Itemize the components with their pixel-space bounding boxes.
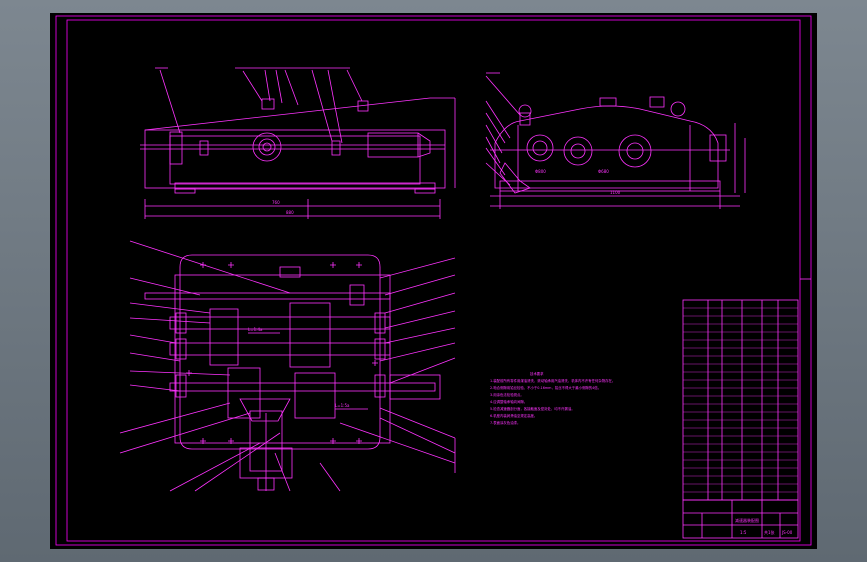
drawing-viewport[interactable]: 760 880 Φ800 Φ680 1100 L=1:4a L=1:5a 技术要… [50,13,817,549]
dim-plan-1: L=1:4a [248,327,263,332]
title-block [682,499,799,539]
plan-view [144,254,441,491]
dim-side-2: Φ680 [598,169,609,174]
note-line-1: 1.装配前所有零件用煤油清洗，滚动轴承用汽油清洗，机体内不许有任何杂物存在。 [490,378,615,383]
plan-view-leaders-right [339,257,456,464]
dim-side-3: 1100 [610,190,621,195]
dim-plan-2: L=1:5a [335,403,350,408]
sheet-frame-inner [66,19,801,542]
title-block-sheet: 共1张 [764,529,775,535]
note-line-6: 6.机座内装润滑油至规定高度。 [490,413,537,418]
notes-title: 技术要求 [530,371,544,376]
dim-side-1: Φ800 [535,169,546,174]
title-block-scale: 1:5 [740,530,747,535]
dim-top-2: 880 [286,210,294,215]
note-line-3: 3.用涂色法检验斑点。 [490,392,524,397]
front-view-leaders [155,67,363,144]
sheet-frame-outer [55,15,812,546]
title-block-code: JS-00 [781,530,793,535]
note-line-7: 7.表面涂灰色油漆。 [490,420,520,425]
note-line-4: 4.应调整轴承轴向间隙。 [490,399,527,404]
side-view-leaders [485,72,521,186]
side-view [490,96,746,209]
plan-view-leaders-left [119,240,341,492]
title-block-name: 减速器装配图 [735,517,759,523]
cad-drawing: 760 880 Φ800 Φ680 1100 L=1:4a L=1:5a 技术要… [55,15,812,546]
parts-list [682,299,799,501]
front-view [140,97,456,219]
dim-top-1: 760 [272,200,280,205]
note-line-5: 5.检查减速器剖分面，各接触面及密封处，均不许漏油。 [490,406,575,411]
note-line-2: 2.啮合侧隙用铅丝检验，不小于0.16mm，铅丝不得大于最小侧隙的4倍。 [490,385,601,390]
